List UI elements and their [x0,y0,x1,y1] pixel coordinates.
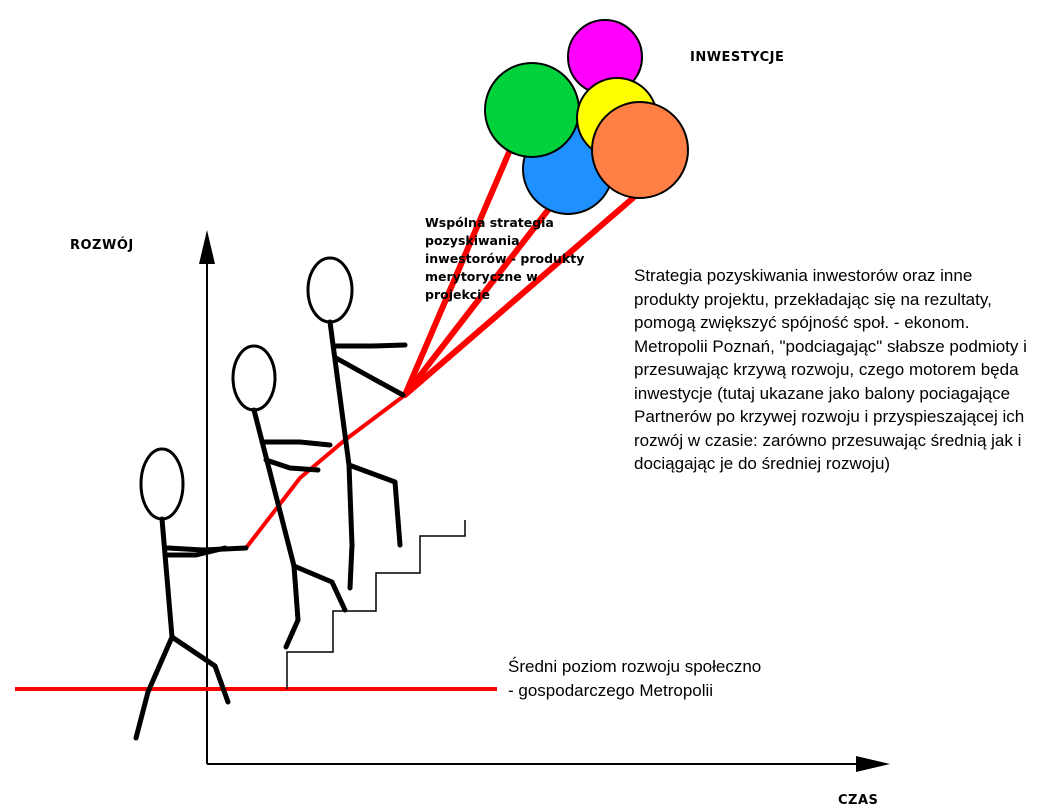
green-balloon [484,62,580,158]
x-axis-arrowhead [856,756,890,772]
balloons [484,19,689,215]
development-curve [244,393,407,550]
orange-balloon [591,101,689,199]
strategy-label: Wspólna strategia pozyskiwania inwestoró… [425,215,585,302]
stairs [286,520,466,689]
stick-figure-back [306,256,408,591]
y-axis-arrowhead [199,230,215,264]
y-axis-label: ROZWÓJ [70,238,134,253]
balloon-strings [402,147,636,398]
stick-figures [133,256,408,741]
average-level-label: Średni poziom rozwoju społeczno - gospod… [508,657,762,700]
x-axis-label: CZAS [838,793,879,808]
balloons-label: INWESTYCJE [690,50,785,65]
stick-figure-front [133,447,249,741]
description-text: Strategia pozyskiwania inwestorów oraz i… [634,266,1027,473]
stick-figure-middle [231,344,348,650]
